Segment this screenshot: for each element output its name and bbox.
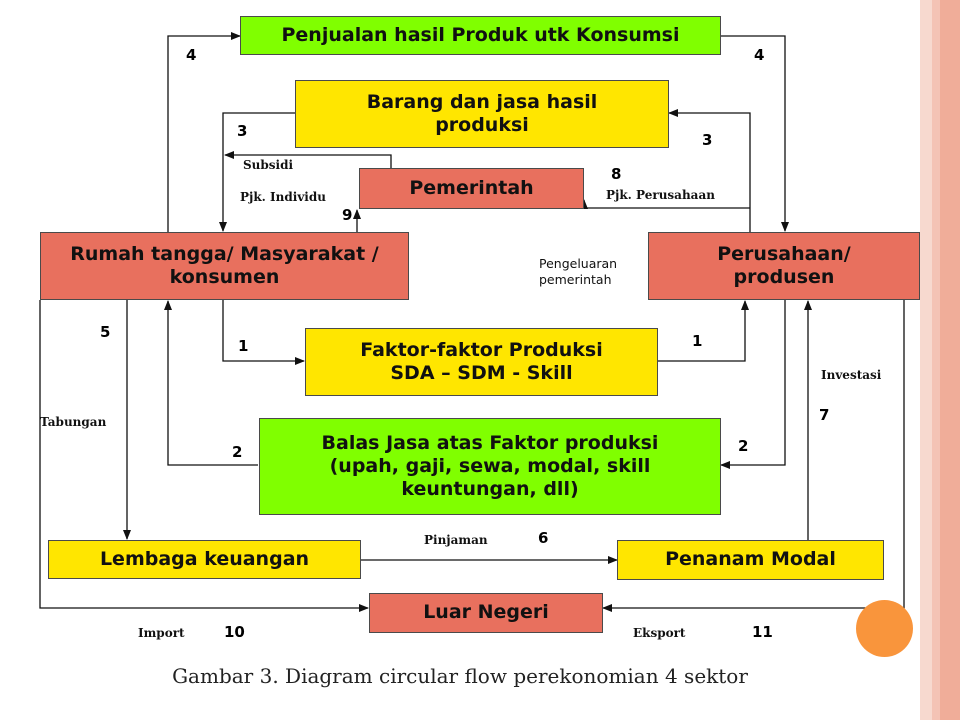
box-perusahaan: Perusahaan/ produsen [648,232,920,300]
label-import: Import [138,626,185,640]
box-lembaga-keuangan: Lembaga keuangan [48,540,361,579]
box-barang-dan-jasa: Barang dan jasa hasil produksi [295,80,669,148]
number-11: 11 [752,623,773,641]
number-2-left: 2 [232,443,243,461]
number-8: 8 [611,165,622,183]
number-6: 6 [538,529,549,547]
arrow-pajak-perusahaan [580,199,750,209]
arrow-flow-3-right [668,109,751,232]
arrow-import [39,300,369,612]
number-1-right: 1 [692,332,703,350]
arrow-flow-1-right [658,300,749,362]
number-3-right: 3 [702,131,713,149]
label-pajak-perusahaan: Pjk. Perusahaan [606,188,715,202]
arrow-flow-4-right [720,35,789,232]
decor-stripe-light [920,0,932,720]
number-7: 7 [819,406,830,424]
box-pemerintah: Pemerintah [359,168,584,209]
figure-caption: Gambar 3. Diagram circular flow perekono… [172,664,748,688]
label-subsidi: Subsidi [243,158,294,172]
decor-stripe-dark [940,0,960,720]
number-5: 5 [100,323,111,341]
box-penjualan-hasil-produk: Penjualan hasil Produk utk Konsumsi [240,16,721,55]
number-3-left: 3 [237,122,248,140]
number-4-right: 4 [754,46,765,64]
box-balas-jasa: Balas Jasa atas Faktor produksi (upah, g… [259,418,721,515]
number-9: 9 [342,206,353,224]
label-pengeluaran-pemerintah: Pengeluaran pemerintah [539,256,618,288]
box-faktor-produksi: Faktor-faktor Produksi SDA – SDM - Skill [305,328,658,396]
arrow-flow-2-left [164,300,258,466]
label-eksport: Eksport [633,626,686,640]
arrow-flow-2-right [720,300,786,469]
box-luar-negeri: Luar Negeri [369,593,603,633]
box-rumah-tangga: Rumah tangga/ Masyarakat / konsumen [40,232,409,300]
number-4-left: 4 [186,46,197,64]
label-pinjaman: Pinjaman [424,533,488,547]
number-10: 10 [224,623,245,641]
number-1-left: 1 [238,337,249,355]
arrow-flow-4-left [167,32,241,232]
number-2-right: 2 [738,437,749,455]
decor-orange-circle [856,600,913,657]
label-pajak-individu: Pjk. Individu [240,190,326,204]
label-investasi: Investasi [821,368,882,382]
arrow-subsidi [224,151,392,168]
arrow-flow-1-left [222,300,305,365]
box-penanam-modal: Penanam Modal [617,540,884,580]
arrow-flow-3-left [219,112,295,232]
decor-stripe-mid [932,0,940,720]
label-tabungan: Tabungan [40,415,107,429]
